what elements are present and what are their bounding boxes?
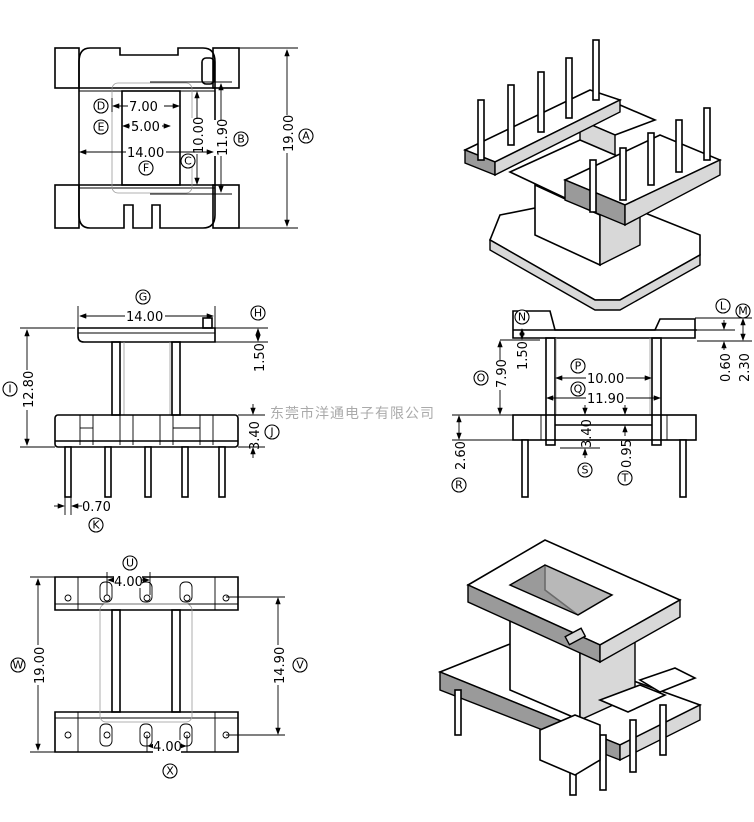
label-a: A [302,130,310,143]
isometric-view-pins-down [437,539,703,796]
dim-s-value: 3.40 [580,419,595,448]
dim-k-value: 0.70 [82,500,111,515]
dim-q-value: 11.90 [587,392,624,407]
dim-v-value: 14.90 [273,647,288,684]
label-w: W [13,659,24,672]
label-s: S [582,464,589,477]
dim-a-value: 19.00 [282,115,297,152]
dim-l-value: 0.60 [719,353,734,382]
dim-r-value: 2.60 [454,441,469,470]
label-i: I [8,383,11,396]
label-q: Q [574,383,583,396]
dim-b-value: 11.90 [216,119,231,156]
label-b: B [237,133,245,146]
dim-i-value: 12.80 [22,371,37,408]
label-e: E [98,121,105,134]
isometric-view-pins-up [463,39,722,311]
label-g: G [139,291,148,304]
label-n: N [518,311,526,324]
dim-o-value: 7.90 [495,359,510,388]
dim-t-value: 0.95 [620,439,635,468]
label-k: K [92,519,100,532]
label-j: J [269,426,273,439]
front-view: 14.00 G 1.50 H 12.80 I 3.40 J 0.70 K [2,289,280,533]
dim-u-value: 4.00 [114,575,143,590]
dim-h-value: 1.50 [253,343,268,372]
dim-e-value: 5.00 [131,120,160,135]
dim-f-value: 14.00 [127,146,164,161]
dim-c-value: 10.00 [192,117,207,154]
label-v: V [296,659,304,672]
dim-w-value: 19.00 [33,647,48,684]
dim-n-value: 1.50 [516,341,531,370]
dim-p-value: 10.00 [587,372,624,387]
label-p: P [575,360,582,373]
label-l: L [720,300,727,313]
dim-m-value: 2.30 [738,353,753,382]
dim-g-value: 14.00 [126,310,163,325]
top-view: 19.00 A 11.90 B 10.00 C 7.00 D 5.00 E 14… [54,47,314,229]
label-r: R [455,479,463,492]
label-d: D [97,100,105,113]
label-u: U [126,557,134,570]
label-f: F [143,162,149,175]
label-m: M [738,305,748,318]
label-x: X [166,765,174,778]
label-c: C [184,155,192,168]
bottom-view: 4.00 U 14.90 V 19.00 W 4.00 X [10,555,308,779]
label-h: H [254,307,262,320]
label-o: O [477,372,486,385]
label-t: T [621,472,629,485]
dim-d-value: 7.00 [129,100,158,115]
watermark: 东莞市洋通电子有限公司 [270,405,435,422]
dim-j-value: 3.40 [248,421,263,450]
side-view: 1.50 N 7.90 O 10.00 P 11.90 Q 3.40 S 0.9… [451,298,753,498]
dim-x-value: 4.00 [153,740,182,755]
